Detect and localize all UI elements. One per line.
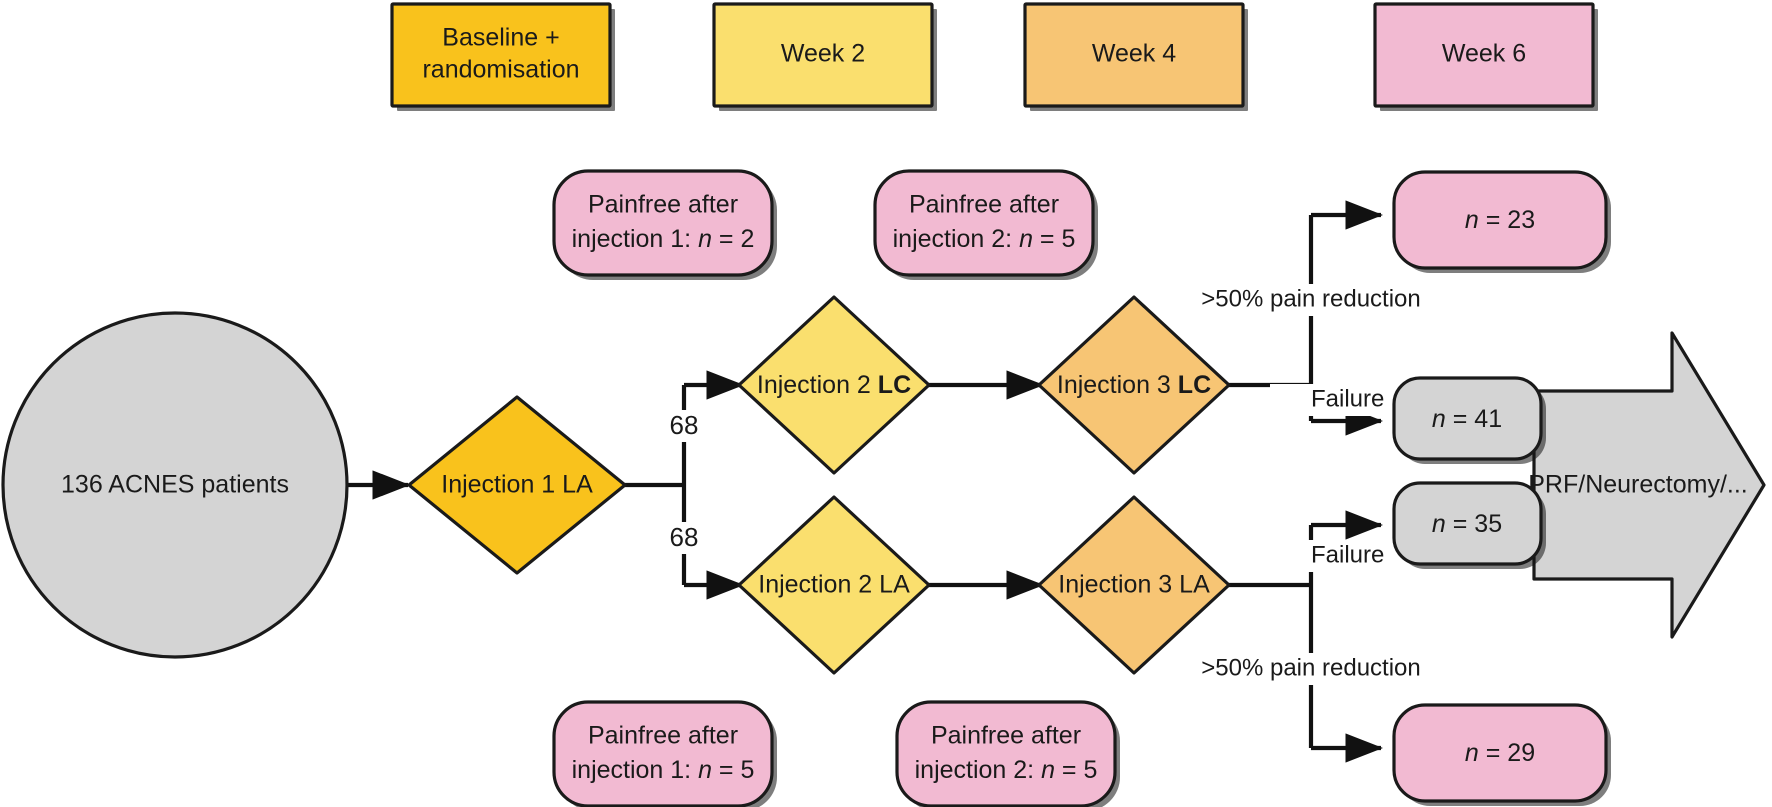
timeline-header-baseline-box	[390, 2, 612, 108]
node-injection-2-la[interactable]: Injection 2 LA	[737, 495, 931, 675]
timeline-header-baseline[interactable]: Baseline + randomisation	[390, 2, 615, 111]
outcome-pill-n29[interactable]: n = 29	[1392, 703, 1611, 806]
edge-label-pain-reduction-top: >50% pain reduction	[1201, 285, 1421, 312]
painfree-pill-top-injection2-box	[873, 169, 1095, 277]
node-injection-2-lc-label-bold: LC	[878, 371, 911, 399]
node-injection-2-lc-diamond	[737, 295, 931, 475]
timeline-header-row: Baseline + randomisation Week 2 Week 4 W…	[390, 2, 1598, 111]
node-injection-2-lc-label-plain: Injection 2	[757, 371, 878, 399]
painfree-bottom-inj2-value: = 5	[1055, 756, 1097, 784]
painfree-pill-bottom-injection2-line2: injection 2: n = 5	[915, 756, 1098, 784]
painfree-bottom-inj1-value: = 5	[712, 756, 754, 784]
timeline-header-week2[interactable]: Week 2	[712, 2, 937, 111]
outcome-n23-n: n	[1465, 206, 1479, 234]
start-node-circle	[1, 311, 349, 659]
final-outcome-arrow-shape	[1532, 331, 1766, 639]
timeline-header-week4[interactable]: Week 4	[1023, 2, 1248, 111]
start-node-label: 136 ACNES patients	[61, 471, 289, 499]
node-injection-2-lc-label: Injection 2 LC	[757, 371, 911, 399]
final-outcome-arrow-label: PRF/Neurectomy/...	[1528, 471, 1748, 499]
painfree-pill-top-injection2[interactable]: Painfree after injection 2: n = 5	[873, 169, 1098, 280]
painfree-bottom-inj2-n: n	[1041, 756, 1055, 784]
node-injection-3-la-diamond	[1037, 495, 1231, 675]
outcome-n29-value: = 29	[1479, 739, 1535, 767]
painfree-top-inj2-prefix: injection 2:	[893, 225, 1019, 253]
painfree-pill-bottom-injection2-line1: Painfree after	[931, 722, 1081, 750]
outcome-pill-n41-label: n = 41	[1432, 405, 1502, 433]
painfree-pill-top-injection1-line1: Painfree after	[588, 191, 738, 219]
final-outcome-arrow[interactable]: PRF/Neurectomy/...	[1528, 331, 1766, 639]
painfree-bottom-inj1-prefix: injection 1:	[572, 756, 698, 784]
node-injection-1-la-diamond	[407, 395, 627, 575]
timeline-header-week6[interactable]: Week 6	[1373, 2, 1598, 111]
painfree-pill-top-injection1-line2: injection 1: n = 2	[572, 225, 755, 253]
outcome-pill-n35-box	[1392, 481, 1543, 566]
edge-labels-layer: >50% pain reduction Failure Failure >50%…	[1188, 284, 1436, 685]
painfree-pill-top-injection1-box	[552, 169, 774, 277]
painfree-top-inj1-n: n	[698, 225, 712, 253]
node-injection-3-lc-label: Injection 3 LC	[1057, 371, 1211, 399]
painfree-top-inj2-n: n	[1019, 225, 1033, 253]
edge-label-pain-reduction-bottom: >50% pain reduction	[1201, 654, 1421, 681]
painfree-pill-bottom-injection1-line1: Painfree after	[588, 722, 738, 750]
painfree-pill-bottom-injection2-box	[895, 700, 1117, 807]
node-injection-3-lc-diamond	[1037, 295, 1231, 475]
painfree-top-inj1-value: = 2	[712, 225, 754, 253]
outcome-pill-n29-box	[1392, 703, 1608, 803]
painfree-top-inj1-prefix: injection 1:	[572, 225, 698, 253]
branch-count-labels: 68 68	[655, 410, 713, 554]
edge-label-failure-bottom: Failure	[1311, 541, 1384, 568]
branch-count-upper: 68	[670, 410, 699, 440]
outcome-n41-value: = 41	[1446, 405, 1502, 433]
node-injection-3-lc-label-plain: Injection 3	[1057, 371, 1178, 399]
edge-label-failure-top: Failure	[1311, 385, 1384, 412]
painfree-pill-top-injection2-line2: injection 2: n = 5	[893, 225, 1076, 253]
painfree-pill-top-injection1[interactable]: Painfree after injection 1: n = 2	[552, 169, 777, 280]
node-injection-3-lc[interactable]: Injection 3 LC	[1037, 295, 1231, 475]
outcome-n23-value: = 23	[1479, 206, 1535, 234]
outcome-pill-n41[interactable]: n = 41	[1392, 376, 1546, 464]
outcome-pill-n35[interactable]: n = 35	[1392, 481, 1546, 569]
timeline-header-baseline-line1: Baseline +	[442, 24, 559, 52]
timeline-header-week2-label: Week 2	[781, 40, 865, 68]
timeline-header-baseline-line2: randomisation	[422, 56, 579, 84]
painfree-pill-bottom-injection1-line2: injection 1: n = 5	[572, 756, 755, 784]
timeline-header-week6-box	[1373, 2, 1595, 108]
painfree-bottom-inj1-n: n	[698, 756, 712, 784]
outcome-pill-n29-label: n = 29	[1465, 739, 1535, 767]
outcome-n35-n: n	[1432, 510, 1446, 538]
painfree-pill-top-injection2-line1: Painfree after	[909, 191, 1059, 219]
outcome-pill-n41-box	[1392, 376, 1543, 461]
node-injection-2-lc[interactable]: Injection 2 LC	[737, 295, 931, 475]
painfree-pill-bottom-injection1[interactable]: Painfree after injection 1: n = 5	[552, 700, 777, 807]
outcome-pill-n23-label: n = 23	[1465, 206, 1535, 234]
painfree-pill-bottom-injection2[interactable]: Painfree after injection 2: n = 5	[895, 700, 1120, 807]
outcome-pill-n23-box	[1392, 170, 1608, 270]
node-injection-3-lc-label-bold: LC	[1178, 371, 1211, 399]
timeline-header-week4-box	[1023, 2, 1245, 108]
node-injection-2-la-diamond	[737, 495, 931, 675]
painfree-bottom-inj2-prefix: injection 2:	[915, 756, 1041, 784]
painfree-top-inj2-value: = 5	[1033, 225, 1075, 253]
outcome-n41-n: n	[1432, 405, 1446, 433]
node-injection-1-la[interactable]: Injection 1 LA	[407, 395, 627, 575]
timeline-header-week6-label: Week 6	[1442, 40, 1526, 68]
painfree-pill-bottom-injection1-box	[552, 700, 774, 807]
node-injection-1-la-label: Injection 1 LA	[441, 471, 593, 499]
node-injection-3-la[interactable]: Injection 3 LA	[1037, 495, 1231, 675]
node-injection-3-la-label: Injection 3 LA	[1058, 571, 1210, 599]
outcome-pill-n35-label: n = 35	[1432, 510, 1502, 538]
outcome-n35-value: = 35	[1446, 510, 1502, 538]
start-node-acnes-patients[interactable]: 136 ACNES patients	[1, 311, 349, 659]
timeline-header-week2-box	[712, 2, 934, 108]
outcome-n29-n: n	[1465, 739, 1479, 767]
outcome-pill-n23[interactable]: n = 23	[1392, 170, 1611, 273]
timeline-header-week4-label: Week 4	[1092, 40, 1176, 68]
node-injection-2-la-label: Injection 2 LA	[758, 571, 910, 599]
branch-count-lower: 68	[670, 522, 699, 552]
